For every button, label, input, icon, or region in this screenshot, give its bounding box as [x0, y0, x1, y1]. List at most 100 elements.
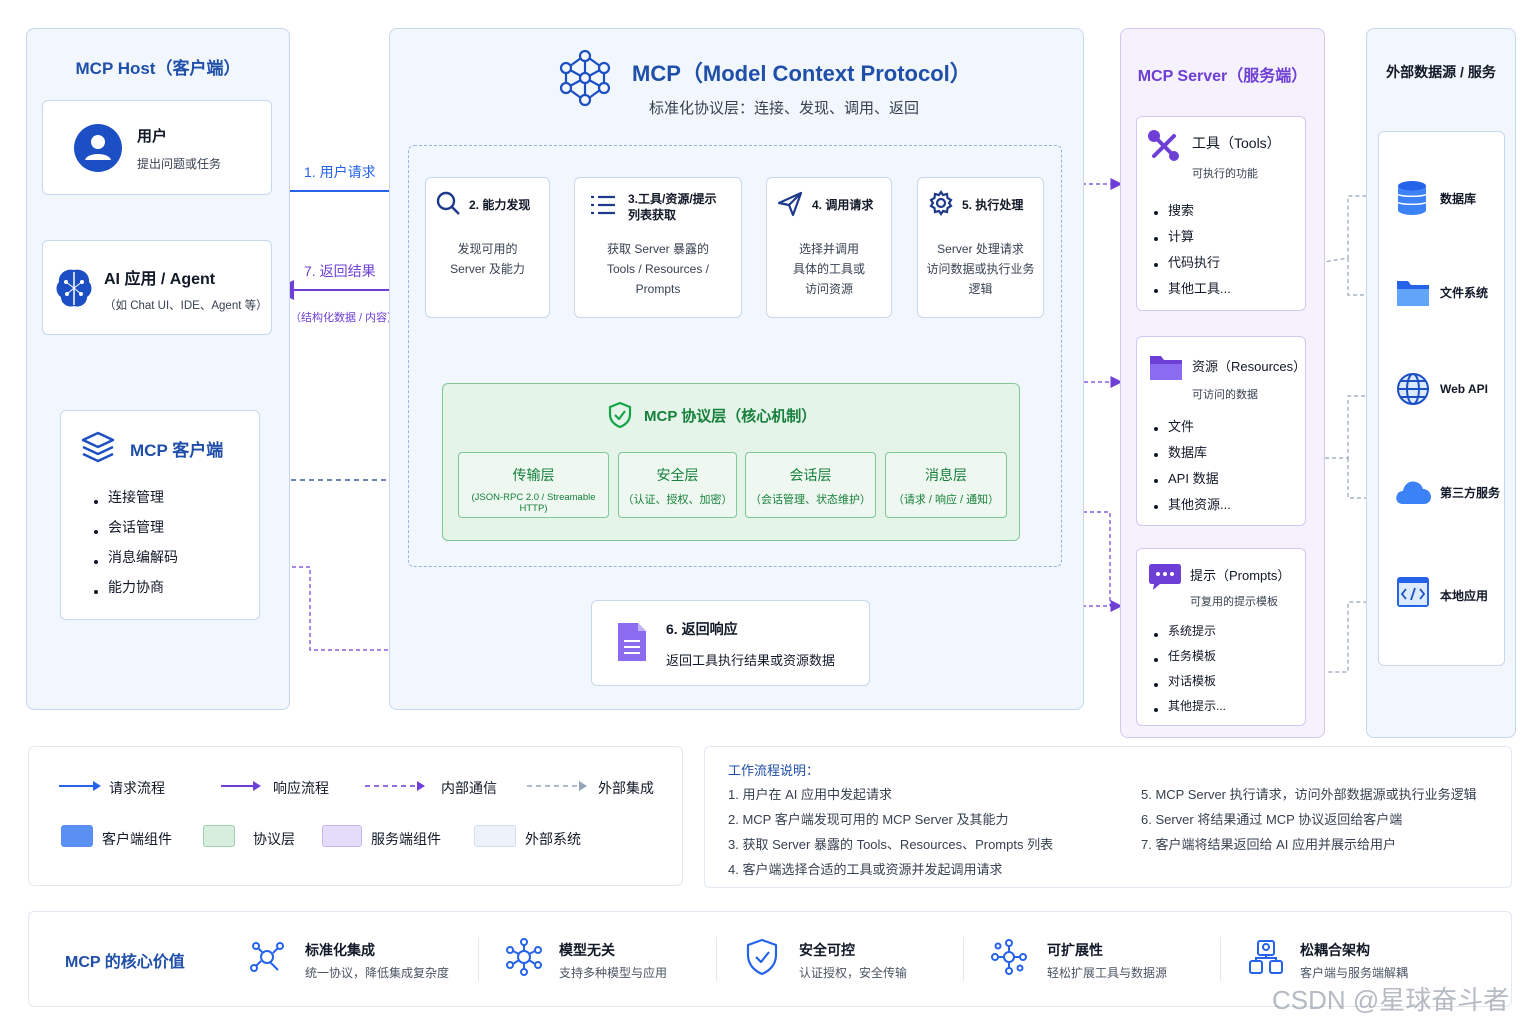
session-layer[interactable]	[745, 452, 876, 518]
list-item: 能力协商	[92, 577, 178, 607]
swatch-server	[322, 825, 362, 847]
protocol-title: MCP 协议层（核心机制）	[644, 408, 817, 425]
mcp-server-title: MCP Server（服务端）	[1137, 68, 1308, 85]
response-title: 6. 返回响应	[666, 621, 738, 637]
agent-desc: （如 Chat UI、IDE、Agent 等）	[104, 300, 268, 312]
decoupled-icon	[1248, 939, 1284, 975]
resources-list: 文件 数据库 API 数据 其他资源...	[1152, 416, 1231, 520]
list-item: 对话模板	[1152, 672, 1226, 697]
value-desc: 支持多种模型与应用	[559, 966, 668, 980]
prompts-sub: 可复用的提示模板	[1190, 596, 1278, 608]
step-desc-line: Server 处理请求	[937, 242, 1024, 256]
layer-name: 安全层	[656, 467, 699, 483]
tools-sub: 可执行的功能	[1192, 168, 1258, 180]
workflow-title: 工作流程说明：	[728, 763, 820, 778]
divider	[716, 937, 717, 981]
legend-box	[28, 746, 683, 886]
list-item: 数据库	[1152, 442, 1231, 468]
step-list-fetch[interactable]	[574, 177, 742, 318]
step-desc-line: Tools / Resources /	[606, 262, 710, 276]
legend-response: 响应流程	[273, 780, 329, 796]
external-item-label: 数据库	[1440, 192, 1477, 206]
layer-desc: （会话管理、状态维护）	[750, 494, 871, 506]
step-desc-line: 访问数据或执行业务	[926, 262, 1035, 276]
external-item-label: 本地应用	[1440, 589, 1489, 603]
shield-check-icon	[746, 938, 778, 976]
workflow-step: 1. 用户在 AI 应用中发起请求	[728, 787, 892, 802]
request-label: 1. 用户请求	[304, 164, 376, 180]
mcp-client-list: 连接管理 会话管理 消息编解码 能力协商	[92, 487, 178, 607]
swatch-protocol-label: 协议层	[253, 831, 295, 847]
tools-list: 搜索 计算 代码执行 其他工具...	[1152, 200, 1231, 304]
security-layer[interactable]	[618, 452, 737, 518]
send-icon	[776, 190, 804, 218]
agent-card[interactable]	[42, 240, 272, 335]
list-item: 其他资源...	[1152, 494, 1231, 520]
user-desc: 提出问题或任务	[137, 157, 222, 171]
mcp-subtitle: 标准化协议层：连接、发现、调用、返回	[649, 100, 920, 117]
layer-desc: （认证、授权、加密）	[622, 494, 733, 506]
step-title-line: 列表获取	[628, 208, 677, 222]
list-item: 系统提示	[1152, 622, 1226, 647]
resources-sub: 可访问的数据	[1192, 389, 1258, 401]
return-label: 7. 返回结果	[304, 263, 376, 279]
step-desc-line: 访问资源	[804, 282, 853, 296]
step-desc: Server 处理请求 访问数据或执行业务 逻辑	[917, 239, 1044, 299]
value-desc: 轻松扩展工具与数据源	[1047, 966, 1168, 980]
network-icon	[556, 48, 614, 108]
legend-external: 外部集成	[598, 780, 654, 796]
step-capability-discovery[interactable]	[425, 177, 550, 318]
folder-icon	[1149, 352, 1183, 382]
workflow-left: 1. 用户在 AI 应用中发起请求 2. MCP 客户端发现可用的 MCP Se…	[728, 782, 1053, 882]
swatch-external-label: 外部系统	[525, 831, 581, 847]
workflow-box	[704, 746, 1512, 888]
value-desc: 统一协议，降低集成复杂度	[305, 966, 450, 980]
value-title: 模型无关	[559, 942, 615, 958]
step-desc-line: 选择并调用	[798, 242, 859, 256]
folder-icon	[1396, 278, 1430, 308]
value-desc: 客户端与服务端解耦	[1300, 966, 1409, 980]
workflow-right: 5. MCP Server 执行请求，访问外部数据源或执行业务逻辑 6. Ser…	[1141, 782, 1477, 857]
step-title-line: 3.工具/资源/提示	[628, 192, 717, 206]
list-item: 连接管理	[92, 487, 178, 517]
list-item: 计算	[1152, 226, 1231, 252]
gear-icon	[928, 190, 954, 216]
value-title: 松耦合架构	[1300, 942, 1370, 958]
tools-icon	[1148, 130, 1180, 162]
workflow-step: 3. 获取 Server 暴露的 Tools、Resources、Prompts…	[728, 837, 1054, 852]
transport-layer[interactable]	[458, 452, 609, 518]
list-item: 其他工具...	[1152, 278, 1231, 304]
mcp-client-title: MCP 客户端	[130, 441, 224, 460]
search-icon	[435, 190, 461, 216]
tools-title: 工具（Tools）	[1192, 135, 1281, 151]
swatch-client-label: 客户端组件	[102, 831, 172, 847]
value-title: 安全可控	[799, 942, 855, 958]
integration-icon	[248, 938, 286, 976]
workflow-step: 7. 客户端将结果返回给 AI 应用并展示给用户	[1141, 837, 1396, 852]
value-desc: 认证授权，安全传输	[799, 966, 908, 980]
workflow-step: 4. 客户端选择合适的工具或资源并发起调用请求	[728, 862, 1003, 877]
step-title: 3.工具/资源/提示 列表获取	[628, 191, 717, 223]
list-item: 消息编解码	[92, 547, 178, 577]
list-item: 搜索	[1152, 200, 1231, 226]
core-values-title: MCP 的核心价值	[65, 954, 185, 971]
external-title: 外部数据源 / 服务	[1386, 64, 1496, 80]
watermark: CSDN @星球奋斗者	[1272, 985, 1510, 1015]
brain-icon	[54, 266, 94, 310]
prompts-title: 提示（Prompts）	[1190, 568, 1291, 583]
divider	[478, 937, 479, 981]
workflow-step: 5. MCP Server 执行请求，访问外部数据源或执行业务逻辑	[1141, 787, 1477, 802]
resources-title: 资源（Resources）	[1192, 359, 1307, 374]
external-list-card	[1378, 131, 1505, 666]
mcp-flow-area	[408, 145, 1062, 567]
value-title: 可扩展性	[1047, 942, 1103, 958]
list-item: 会话管理	[92, 517, 178, 547]
message-layer[interactable]	[885, 452, 1007, 518]
agent-title: AI 应用 / Agent	[104, 271, 216, 288]
list-icon	[590, 193, 616, 217]
step-desc-line: 逻辑	[968, 282, 993, 296]
cloud-icon	[1394, 478, 1432, 506]
layer-name: 消息层	[925, 467, 967, 483]
chat-bubble-icon	[1148, 562, 1182, 592]
layer-name: 会话层	[789, 467, 832, 483]
